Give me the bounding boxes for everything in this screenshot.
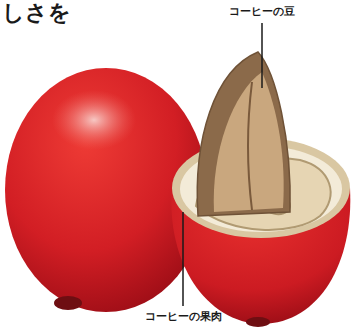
cherry-highlight bbox=[52, 90, 136, 150]
bean-groove bbox=[248, 82, 252, 210]
part-label: コーヒーの豆 bbox=[229, 5, 295, 18]
cherry-stub bbox=[54, 296, 82, 310]
part-label: コーヒーの果肉 bbox=[145, 310, 222, 323]
cherry-stub bbox=[246, 317, 270, 327]
leader-line bbox=[182, 212, 184, 306]
bean-shell bbox=[197, 52, 290, 216]
leader-line bbox=[261, 23, 263, 88]
bean-cut-face bbox=[214, 72, 284, 212]
heading-fragment: しさを bbox=[2, 0, 71, 26]
